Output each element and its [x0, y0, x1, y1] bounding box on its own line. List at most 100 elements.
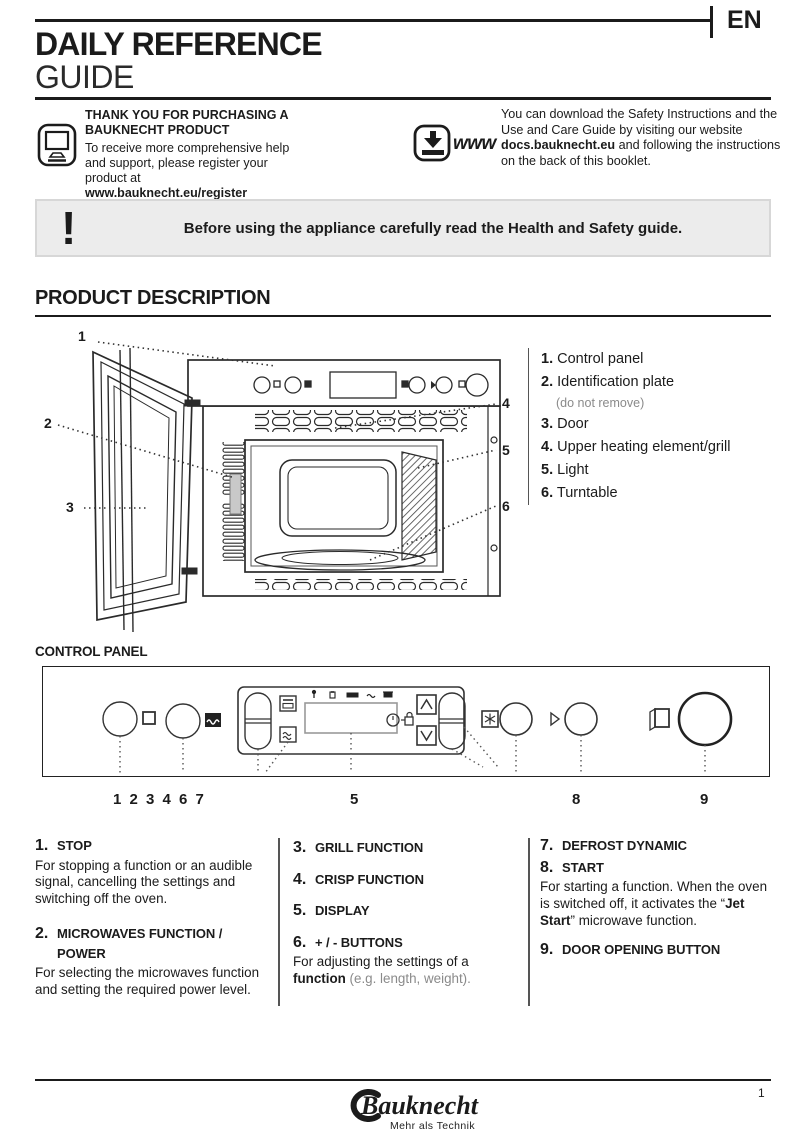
display-status-icons	[311, 689, 393, 699]
column-divider-1	[278, 838, 280, 1006]
body-post: ” microwave function.	[570, 912, 698, 928]
page-title-line1: DAILY REFERENCE	[35, 26, 323, 62]
exclamation-icon: !	[61, 202, 77, 254]
function-heading: 1. STOP	[35, 836, 278, 856]
body-bold: function	[293, 970, 346, 986]
plus-button	[416, 694, 437, 715]
function-num: 6.	[293, 933, 307, 951]
defrost-icon	[481, 710, 499, 728]
function-num: 8.	[540, 858, 554, 876]
column-divider-2	[528, 838, 530, 1006]
cp-number-display: 5	[350, 791, 359, 808]
legend-num: 4.	[541, 439, 554, 455]
legend-num: 1.	[541, 351, 554, 367]
function-label: GRILL FUNCTION	[315, 840, 424, 855]
function-num: 4.	[293, 870, 307, 888]
function-num: 2.	[35, 925, 49, 943]
function-heading: 8. START	[540, 858, 775, 878]
diagram-callout-4: 4	[502, 395, 510, 411]
function-heading: 7. DEFROST DYNAMIC	[540, 836, 775, 856]
function-label: DEFROST DYNAMIC	[562, 838, 687, 853]
diagram-legend: 1. Control panel 2. Identification plate…	[528, 348, 778, 505]
download-text-pre: You can download the Safety Instructions…	[501, 107, 778, 137]
register-url-link[interactable]: www.bauknecht.eu/register	[85, 186, 248, 201]
footer-rule	[35, 1079, 771, 1081]
microwaves-icon	[205, 713, 221, 727]
function-num: 1.	[35, 837, 49, 854]
legend-label: Light	[557, 462, 589, 478]
turntable	[254, 549, 426, 571]
oven-control-strip	[253, 371, 489, 399]
door-opening-icon	[649, 707, 670, 732]
function-num: 3.	[293, 839, 307, 856]
page-title-line2: GUIDE	[35, 59, 134, 95]
function-heading: 3. GRILL FUNCTION	[293, 838, 521, 858]
grill-hatch	[401, 451, 437, 561]
function-heading: 5. DISPLAY	[293, 901, 521, 921]
function-heading: 6. + / - BUTTONS	[293, 933, 521, 953]
legend-label: Upper heating element/grill	[557, 439, 731, 455]
legend-label: Door	[557, 416, 589, 432]
grill-crisp-rocker	[244, 692, 272, 750]
top-rule	[35, 19, 710, 22]
legend-label: Identification plate	[557, 374, 675, 390]
microwaves-button	[165, 703, 201, 739]
diagram-callout-3: 3	[66, 499, 74, 515]
thanks-heading: THANK YOU FOR PURCHASING A BAUKNECHT PRO…	[85, 108, 289, 138]
function-body: For stopping a function or an audible si…	[35, 857, 253, 907]
legend-item: 1. Control panel	[541, 348, 778, 371]
cavity	[244, 439, 444, 573]
minus-button	[416, 725, 437, 746]
legend-num: 2.	[541, 374, 554, 390]
brand-tagline: Mehr als Technik	[390, 1120, 475, 1132]
function-num: 9.	[540, 940, 554, 958]
function-num: 5.	[293, 902, 307, 919]
defrost-button	[499, 702, 533, 736]
function-heading: 4. CRISP FUNCTION	[293, 870, 521, 890]
legend-label: Control panel	[557, 351, 644, 367]
legend-item: 3. Door	[541, 413, 778, 436]
product-description-heading: PRODUCT DESCRIPTION	[35, 287, 271, 309]
clock-lock-icon	[386, 711, 414, 727]
download-www-badge: www	[413, 124, 496, 164]
download-text-post: and following the instructions on the ba…	[501, 138, 781, 168]
open-door	[92, 347, 201, 633]
display	[304, 702, 398, 734]
functions-column-1: 1. STOP For stopping a function or an au…	[35, 836, 278, 999]
callout-leaders	[57, 341, 497, 561]
function-body: For starting a function. When the oven i…	[540, 879, 775, 930]
panel-guides	[119, 726, 706, 774]
microwave-drawing	[57, 341, 501, 633]
identification-plate	[229, 473, 242, 515]
function-label: CRISP FUNCTION	[315, 871, 424, 887]
hinge-top	[184, 399, 201, 407]
function-num: 7.	[540, 837, 554, 854]
microwave-diagram: 1 2 3 4 5 6	[40, 328, 522, 638]
legend-item: 6. Turntable	[541, 482, 778, 505]
diagram-callout-5: 5	[502, 442, 510, 458]
legend-item: 5. Light	[541, 459, 778, 482]
function-label: DISPLAY	[315, 903, 370, 918]
legend-num: 6.	[541, 485, 554, 501]
diagram-callout-6: 6	[502, 498, 510, 514]
functions-column-3: 7. DEFROST DYNAMIC 8. START For starting…	[540, 836, 775, 961]
logo-ring	[350, 1089, 381, 1122]
bottom-vents	[255, 579, 467, 590]
thanks-body: To receive more comprehensive help and s…	[85, 140, 290, 186]
diagram-callout-2: 2	[44, 415, 52, 431]
top-vents	[255, 410, 467, 432]
function-label: STOP	[57, 838, 92, 853]
function-label: + / - BUTTONS	[315, 934, 403, 950]
docs-url-link[interactable]: docs.bauknecht.eu	[501, 138, 616, 153]
legend-item: 4. Upper heating element/grill	[541, 436, 778, 459]
top-rule-tick	[710, 6, 713, 38]
start-button	[564, 702, 598, 736]
control-panel-drawing	[102, 686, 733, 774]
diagram-callout-1: 1	[78, 328, 86, 344]
language-badge: EN	[727, 6, 762, 34]
body-bold: Jet Start	[540, 895, 745, 928]
download-icon	[413, 124, 453, 164]
brand-name: Bauknecht	[360, 1091, 479, 1120]
legend-label: Turntable	[556, 485, 618, 501]
